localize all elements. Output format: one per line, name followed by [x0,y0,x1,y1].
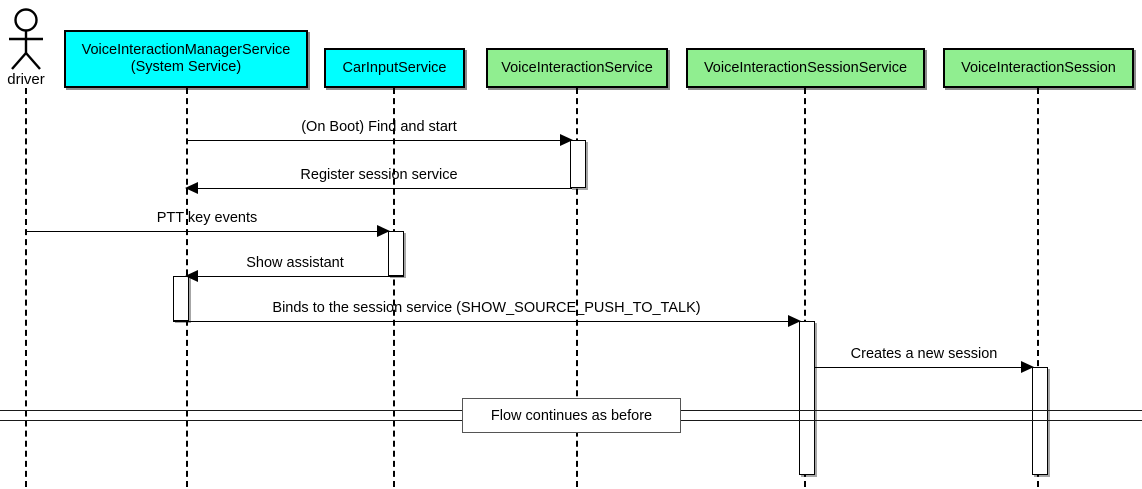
participant-label-line1: VoiceInteractionService [501,59,653,76]
activation-bar-voiceinteractionservice [570,140,586,188]
actor-driver-label: driver [7,71,45,88]
message-line [186,188,572,189]
message-line [815,367,1033,368]
divider-note-flow-continues: Flow continues as before [462,398,681,433]
message-label: Show assistant [246,255,344,271]
participant-label-line2: (System Service) [130,59,242,75]
activation-bar-voiceinteractionmanagerservice [173,276,189,321]
arrowhead-left-icon [185,181,198,194]
participant-label-line1: CarInputService [342,59,447,76]
message-line [25,231,389,232]
arrowhead-right-icon [377,224,390,237]
lifeline-cis [393,88,395,487]
divider-note-label: Flow continues as before [490,407,653,424]
participant-voiceinteractionservice[interactable]: VoiceInteractionService [486,48,668,88]
actor-stick-figure-icon [9,8,43,70]
message-line [186,140,572,141]
lifeline-viss [804,88,806,487]
lifeline-driver [25,88,27,487]
arrowhead-right-icon [560,133,573,146]
arrowhead-right-icon [1021,360,1034,373]
message-label: PTT key events [156,210,258,226]
lifeline-vis [576,88,578,487]
lifeline-session [1037,88,1039,487]
arrowhead-right-icon [788,314,801,327]
message-label: Binds to the session service (SHOW_SOURC… [272,300,701,316]
message-line [186,276,404,277]
actor-driver: driver [0,8,52,88]
activation-bar-voiceinteractionsessionservice [799,321,815,475]
participant-voiceinteractionsessionservice[interactable]: VoiceInteractionSessionService [686,48,925,88]
activation-bar-voiceinteractionsession [1032,367,1048,475]
message-line [173,321,800,322]
activation-bar-carinputservice [388,231,404,276]
message-label: (On Boot) Find and start [301,119,457,135]
arrowhead-left-icon [185,269,198,282]
participant-voiceinteractionmanagerservice[interactable]: VoiceInteractionManagerService (System S… [64,30,308,88]
participant-voiceinteractionsession[interactable]: VoiceInteractionSession [943,48,1134,88]
message-label: Creates a new session [850,346,998,362]
participant-label-line1: VoiceInteractionManagerService [81,42,291,58]
participant-label-line1: VoiceInteractionSession [961,59,1116,76]
participant-carinputservice[interactable]: CarInputService [324,48,465,88]
participant-label-line1: VoiceInteractionSessionService [703,59,908,76]
message-label: Register session service [300,167,458,183]
